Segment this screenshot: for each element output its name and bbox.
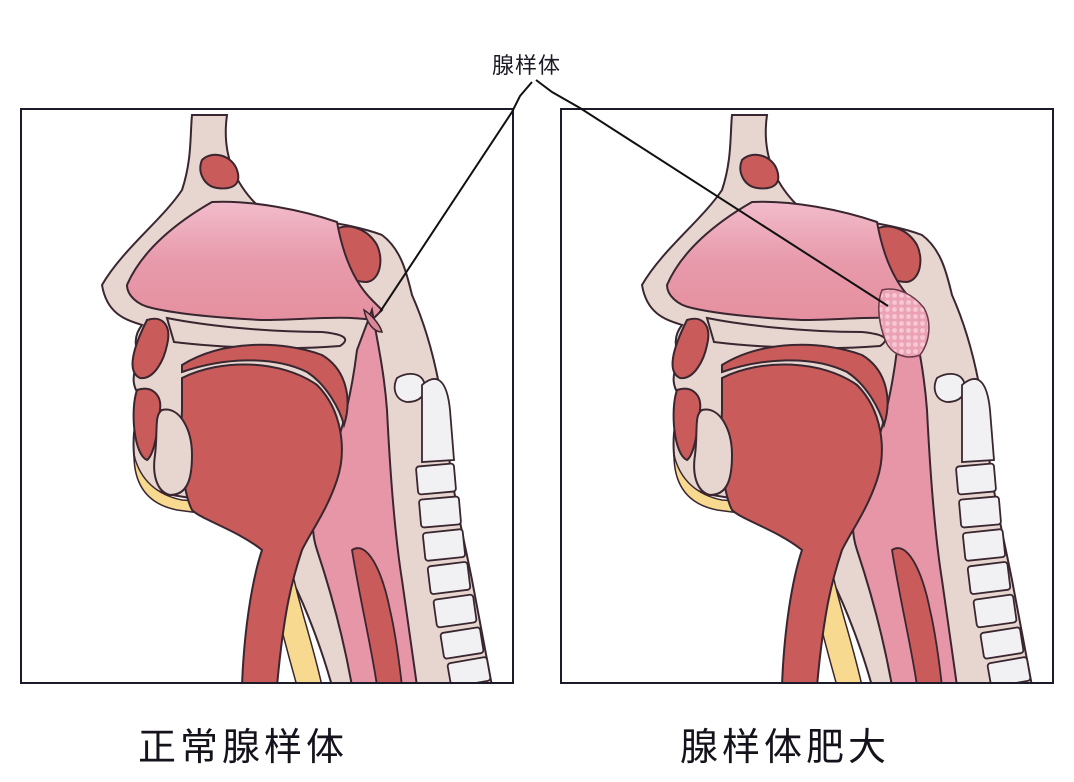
caption-normal-adenoid: 正常腺样体	[138, 725, 349, 769]
normal-anatomy-illustration	[22, 110, 514, 684]
enlarged-adenoid	[878, 288, 930, 358]
caption-enlarged-adenoid: 腺样体肥大	[680, 725, 891, 769]
panel-normal-adenoid	[20, 108, 514, 684]
enlarged-anatomy-illustration	[562, 110, 1054, 684]
panel-enlarged-adenoid	[560, 108, 1054, 684]
normal-adenoid	[362, 308, 383, 333]
callout-label-adenoid: 腺样体	[492, 54, 562, 79]
